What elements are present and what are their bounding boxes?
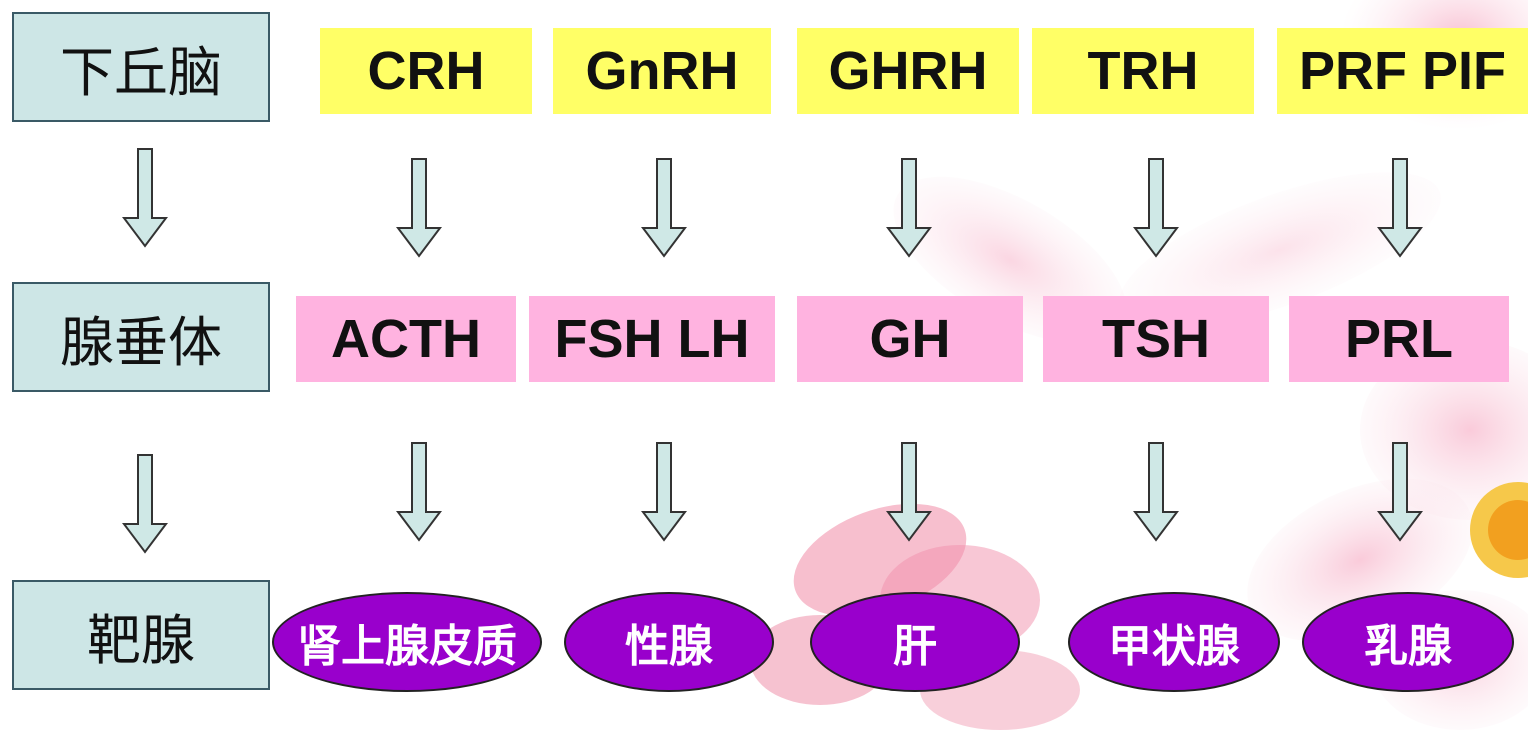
down-arrow-icon [886,158,932,258]
down-arrow-icon [122,148,168,248]
down-arrow-icon [1377,158,1423,258]
pituitary-hormone-acth: ACTH [296,296,516,382]
down-arrow-icon [886,442,932,542]
down-arrow-icon [396,158,442,258]
pituitary-hormone-prl: PRL [1289,296,1509,382]
down-arrow-icon [122,454,168,554]
target-gland-adrenal-cortex: 肾上腺皮质 [272,592,542,692]
releasing-hormone-trh: TRH [1032,28,1254,114]
pituitary-hormone-gh: GH [797,296,1023,382]
releasing-hormone-ghrh: GHRH [797,28,1019,114]
target-gland-liver: 肝 [810,592,1020,692]
releasing-hormone-crh: CRH [320,28,532,114]
target-gland-mammary: 乳腺 [1302,592,1514,692]
level-target-gland: 靶腺 [12,580,270,690]
pituitary-hormone-tsh: TSH [1043,296,1269,382]
down-arrow-icon [641,158,687,258]
pituitary-hormone-fsh-lh: FSH LH [529,296,775,382]
down-arrow-icon [641,442,687,542]
down-arrow-icon [396,442,442,542]
level-pituitary: 腺垂体 [12,282,270,392]
down-arrow-icon [1133,442,1179,542]
target-gland-thyroid: 甲状腺 [1068,592,1280,692]
level-hypothalamus: 下丘脑 [12,12,270,122]
target-gland-gonad: 性腺 [564,592,774,692]
down-arrow-icon [1377,442,1423,542]
releasing-hormone-gnrh: GnRH [553,28,771,114]
releasing-hormone-prf-pif: PRF PIF [1277,28,1528,114]
down-arrow-icon [1133,158,1179,258]
